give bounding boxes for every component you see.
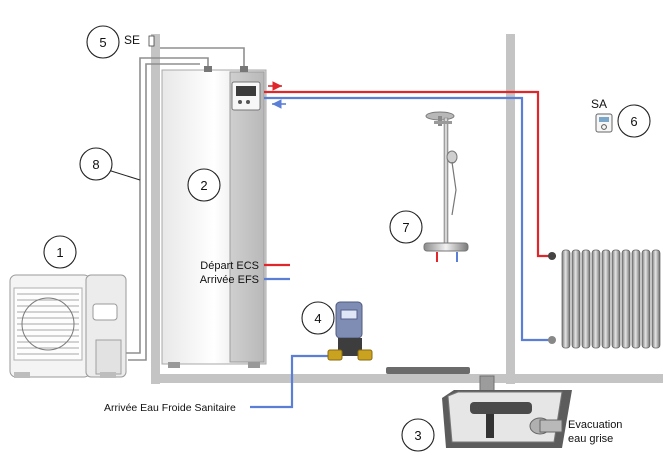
svg-text:8: 8: [92, 157, 99, 172]
svg-text:2: 2: [200, 178, 207, 193]
label-evacuation-line1: Evacuation: [568, 419, 622, 431]
right-wall: [506, 34, 515, 384]
room-thermostat-icon: [595, 113, 613, 133]
callout-8-leader: [107, 169, 141, 181]
callout-6: 6: [617, 104, 651, 138]
graywater-pump-icon: [442, 375, 572, 448]
sensor-icon: [148, 35, 155, 47]
cold-water-pipe: [250, 96, 552, 409]
floor: [151, 374, 663, 383]
svg-text:1: 1: [56, 245, 63, 260]
svg-text:4: 4: [314, 311, 321, 326]
label-se: SE: [124, 33, 140, 47]
radiator-icon: [548, 249, 661, 349]
connection-cable: [124, 47, 245, 361]
left-wall: [151, 34, 160, 384]
label-sa: SA: [591, 97, 607, 111]
callout-4: 4: [301, 301, 335, 335]
outdoor-unit-icon: [9, 274, 127, 378]
callout-1: 1: [43, 235, 77, 269]
callout-2: 2: [187, 168, 221, 202]
svg-text:5: 5: [99, 35, 106, 50]
svg-text:6: 6: [630, 114, 637, 129]
callout-8: 8: [79, 147, 113, 181]
shower-column-icon: [423, 111, 469, 262]
callout-3: 3: [401, 418, 435, 452]
label-arrivee-efs: Arrivée EFS: [200, 274, 259, 286]
svg-text:3: 3: [414, 428, 421, 443]
label-evacuation-line2: eau grise: [568, 433, 613, 445]
svg-text:7: 7: [402, 220, 409, 235]
water-heater-icon: [161, 66, 267, 368]
callout-7: 7: [389, 210, 423, 244]
callout-5: 5: [86, 25, 120, 59]
hot-water-pipe: [264, 81, 556, 267]
shower-tray-icon: [386, 367, 470, 374]
walls: [151, 34, 663, 384]
label-depart-ecs: Départ ECS: [200, 260, 259, 272]
label-arrivee-eau-froide: Arrivée Eau Froide Sanitaire: [104, 402, 236, 414]
water-softener-icon: [327, 301, 373, 361]
